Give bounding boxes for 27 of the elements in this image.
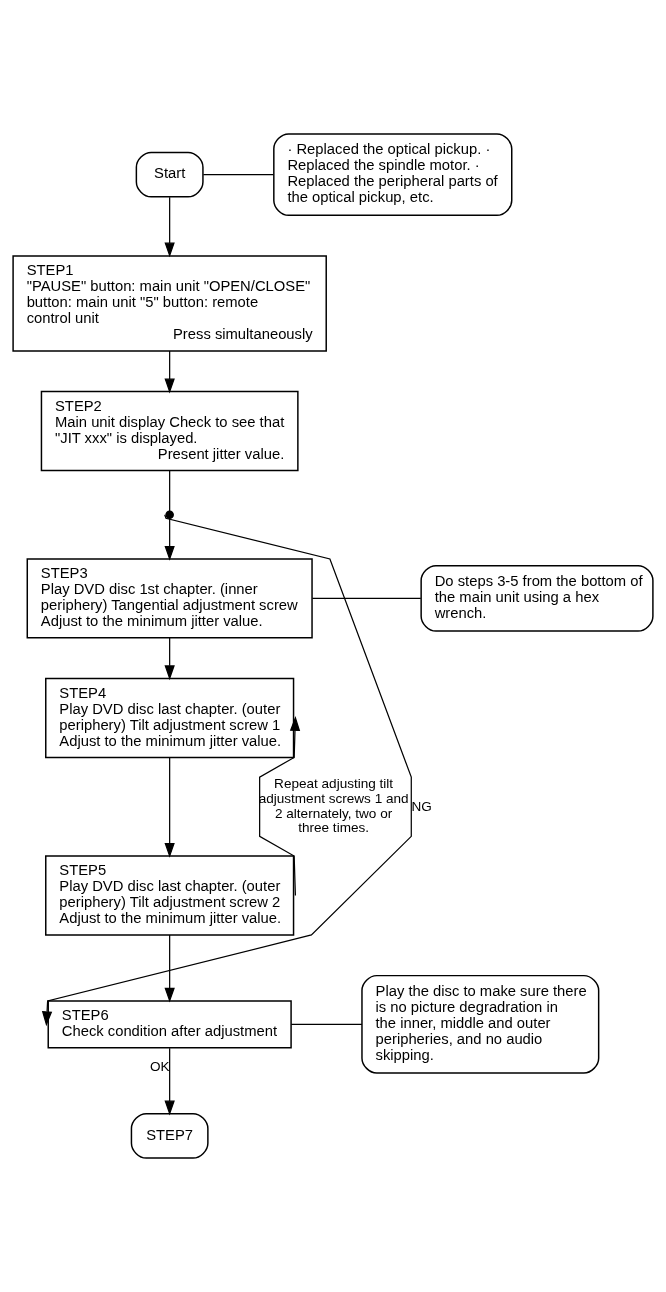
- arrow: [164, 196, 175, 258]
- node-box: Do steps 3-5 from the bottom of the main unit using a hex wrench.: [420, 565, 654, 632]
- node-box: · Replaced the optical pickup. · Replaced the spindle motor. · Replaced the peripheral parts of the optical pickup, etc.: [273, 133, 513, 217]
- connector: [169, 469, 171, 512]
- node-box: STEP2 Main unit display Check to see that "JIT xxx" is displayed. Present jitter value.: [40, 390, 299, 472]
- edge-label: OK: [150, 1058, 170, 1074]
- arrow: [164, 1047, 175, 1116]
- connector: [290, 1023, 363, 1025]
- node-box: STEP7: [130, 1112, 209, 1159]
- arrow: [164, 934, 175, 1003]
- node-box: STEP4 Play DVD disc last chapter. (outer periphery) Tilt adjustment screw 1 Adjust to the minimum jitter value.: [45, 677, 295, 759]
- connector: [202, 174, 275, 176]
- node-box: STEP6 Check condition after adjustment: [47, 1000, 292, 1049]
- arrow: [164, 757, 175, 858]
- node-box: STEP5 Play DVD disc last chapter. (outer periphery) Tilt adjustment screw 2 Adjust to the minimum jitter value.: [45, 855, 295, 936]
- arrow: [41, 514, 412, 1027]
- edge-label: NG: [411, 799, 432, 815]
- arrow: [164, 517, 175, 561]
- node-box: STEP1 "PAUSE" button: main unit "OPEN/CLOSE" button: main unit "5" button: remote control unit Press simultaneously: [12, 255, 327, 352]
- node-circle: [165, 510, 174, 519]
- node-box: Play the disc to make sure there is no picture degradration in the inner, middle and outer peripheries, and no audio skipping.: [361, 974, 600, 1074]
- connector: [311, 597, 422, 599]
- arrow: [164, 350, 175, 394]
- node-box: STEP3 Play DVD disc 1st chapter. (inner periphery) Tangential adjustment screw Adjust to the minimum jitter value.: [26, 558, 313, 639]
- arrow: [259, 716, 301, 897]
- node-box: Start: [135, 151, 204, 198]
- arrow: [164, 637, 175, 681]
